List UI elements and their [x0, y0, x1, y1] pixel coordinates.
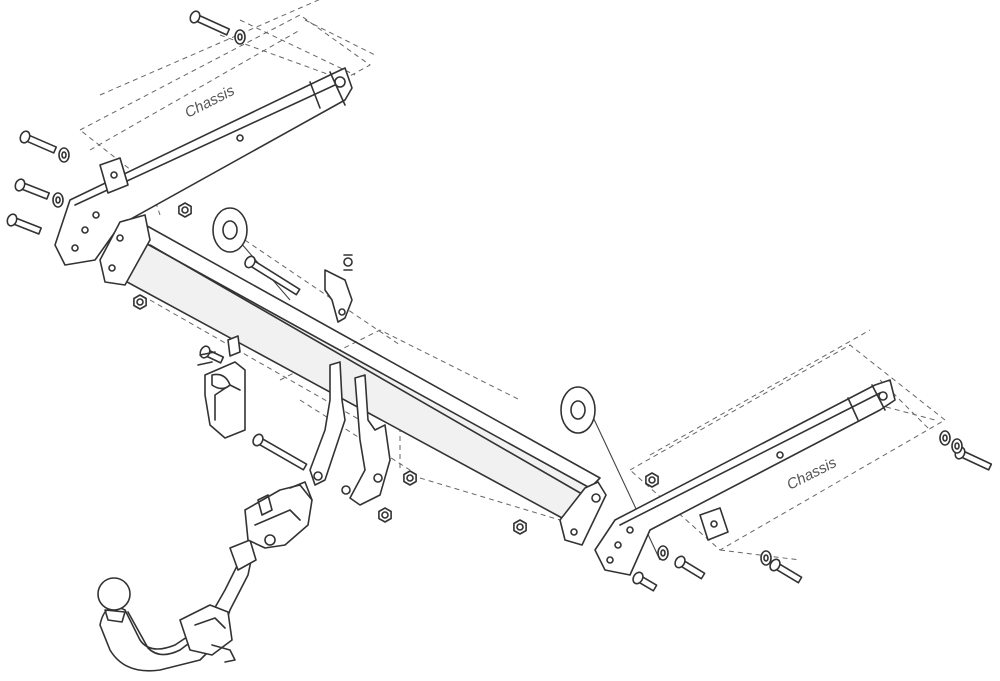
bolt: [19, 130, 58, 154]
washer: [58, 147, 70, 163]
nut: [133, 294, 147, 310]
bolt: [769, 558, 803, 584]
left-spacer-plate: [99, 157, 129, 194]
chassis-label-right: Chassis: [784, 454, 840, 494]
socket-bracket-upper: [324, 254, 353, 323]
washer: [951, 438, 963, 454]
bolt: [189, 10, 231, 36]
bolts-group: [6, 10, 993, 592]
tow-ball-neck: [97, 539, 257, 672]
socket-bracket-plates: [309, 361, 391, 506]
nut: [378, 507, 392, 523]
nuts-group: [133, 202, 659, 535]
crossbar: [99, 214, 607, 546]
nut: [178, 202, 192, 218]
coupling-receiver: [244, 481, 313, 549]
chassis-outline-left: [79, 0, 376, 216]
left-chassis-arm: Chassis: [54, 67, 353, 266]
bolt: [252, 433, 308, 471]
bolt: [14, 178, 50, 200]
right-spacer-plate: [699, 507, 729, 541]
washer: [760, 550, 772, 566]
washer: [234, 29, 246, 45]
bolt: [244, 255, 301, 296]
washer: [52, 192, 64, 208]
small-washers-group: [52, 29, 963, 566]
electrical-socket: [197, 335, 246, 439]
nut: [403, 470, 417, 486]
nut: [645, 472, 659, 488]
bolt: [674, 555, 706, 580]
right-chassis-arm: Chassis: [594, 379, 896, 576]
chassis-label-left: Chassis: [182, 82, 238, 122]
large-washer-right: [560, 386, 596, 434]
large-washer-left: [212, 207, 248, 253]
washer: [657, 545, 669, 561]
bolt: [632, 571, 658, 592]
bolt: [6, 213, 42, 235]
nut: [513, 519, 527, 535]
washer: [939, 430, 951, 446]
